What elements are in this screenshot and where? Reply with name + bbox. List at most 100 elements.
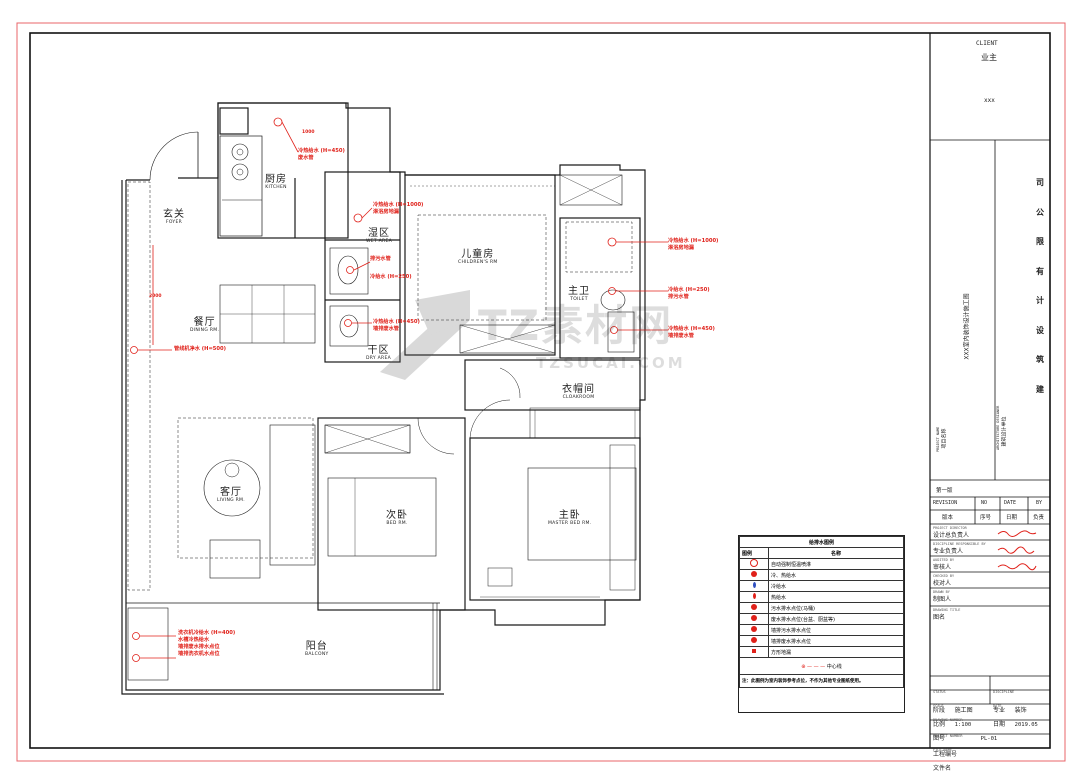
room-toilet-cn: 主卫 [568,286,590,297]
client-cn: 业主 [981,53,997,62]
rev-header-cn-2: 序号 [980,515,992,521]
note-balcony: 洗衣机冷给水 (H=400)水槽冷热给水墙排废水排水点位墙排洗衣机水点位 [178,630,235,658]
centerline-icon: ⊕ — — — [801,663,826,670]
plumbing-legend: 给排水图例 图例名称 自动强制恒温喷淋 冷、热给水 冷给水 热给水 污水排水点位… [738,535,905,713]
client-name: xxx [984,97,995,104]
dim-kitchen: 1000 [302,130,315,135]
note-toilet-6: 墙排废水管 [668,333,694,339]
role-en: CHECKED BY [933,574,955,578]
room-bed-cn: 次卧 [386,510,408,521]
company-char: 计 [1036,296,1044,305]
client-en: CLIENT [976,40,998,47]
walls [121,102,646,695]
rev-header-cn-3: 日期 [1006,515,1018,521]
room-bed-en: BED RM. [386,521,408,526]
plumbing-markers [130,117,668,662]
company-name: 司 公 限 有 计 设 筑 建 [1036,168,1046,404]
discipline-value: 装饰 [1014,707,1027,714]
wall-sewage-drain-icon [751,626,757,632]
stage-cn: 阶段 [933,707,946,714]
note-wet-1: 冷热给水 (H=1000) [373,202,424,208]
legend-row: 热给水 [768,591,904,603]
legend-row: 自动强制恒温喷淋 [768,558,904,570]
role-cn: 审核人 [933,564,952,571]
architecture-designer-cn: 建筑设计单位 [1001,416,1008,447]
drawing-number-en: DRAWING NUMBER [933,718,963,722]
legend-row: 污水排水点位(马桶) [768,602,904,614]
room-living-cn: 客厅 [219,487,242,498]
stage-value: 施工图 [954,707,973,714]
wall-waste-drain-icon [751,637,757,643]
date-en: DATE [993,704,1002,708]
hot-cold-water-icon [751,571,757,577]
legend-row: 冷、热给水 [768,569,904,581]
company-char: 司 [1036,178,1044,187]
company-char: 限 [1036,237,1044,246]
waste-drain-icon [751,615,757,621]
project-name-cn: 项目名称 [941,428,948,449]
room-children-en: CHILDREN'S RM [458,260,498,265]
legend-title: 给排水图例 [739,536,904,548]
watermark-logo-mark [380,290,470,380]
room-dining-en: DINING RM. [190,328,220,333]
room-dining-cn: 餐厅 [193,317,216,328]
rev-header-by: BY [1036,500,1043,506]
stage-en: STATUS [933,690,946,694]
note-toilet-4: 排污水管 [668,294,689,300]
room-dry-area-en: DRY AREA [366,356,392,361]
role-en: DRAWING TITLE [933,608,961,612]
square-floor-drain-icon [752,649,756,653]
room-balcony-en: BALCONY [305,652,329,657]
discipline-cn: 专业 [993,707,1006,714]
room-kitchen-en: KITCHEN [265,185,287,190]
rev-header-revision: REVISION [933,500,958,506]
legend-centerline: 中心线 [826,663,842,670]
note-toilet-1: 冷热给水 (H=1000) [668,238,719,244]
drawing-number-value: PL-01 [980,736,998,742]
note-dining: 管线机净水 (H=500) [174,346,227,352]
project-number-en: PROJECT NUMBER [933,734,963,738]
discipline-en: DISCIPLINE [993,690,1015,694]
file-name-cn: 文件名 [933,765,952,772]
scale-en: SCALE [933,704,944,708]
note-toilet-2: 淋浴房地漏 [668,245,694,251]
discipline-cell: DISCIPLINE 专业 装饰 [993,678,1027,716]
company-char: 公 [1036,207,1044,217]
role-cn: 制图人 [933,596,952,603]
company-char: 筑 [1036,355,1044,364]
project-title: XXX室内装饰设计施工图 [963,293,971,360]
note-wet-4: 冷给水 (H=250) [370,274,412,280]
room-master-en: MASTER BED RM. [548,521,592,526]
role-cn: 专业负责人 [933,548,964,555]
signatures [997,530,1037,571]
role-en: DRAWN BY [933,590,950,594]
role-row: DRAWN BY 制图人 [933,590,951,603]
legend-row: 冷给水 [768,580,904,592]
company-char: 建 [1036,384,1044,394]
legend-col-name: 名称 [768,547,904,559]
note-dry-1: 冷热给水 (H=450) [373,319,420,325]
rev-header-cn-4: 负责 [1033,515,1045,521]
room-wet-area-cn: 湿区 [368,228,390,239]
legend-row: 墙排污水排水点位 [768,624,904,636]
company-char: 有 [1036,266,1044,276]
room-living-en: LIVING RM. [217,498,245,503]
rev-header-cn-1: 版本 [942,515,954,521]
rev-header-no: NO [981,500,988,506]
revision-first: 第一版 [936,488,953,494]
